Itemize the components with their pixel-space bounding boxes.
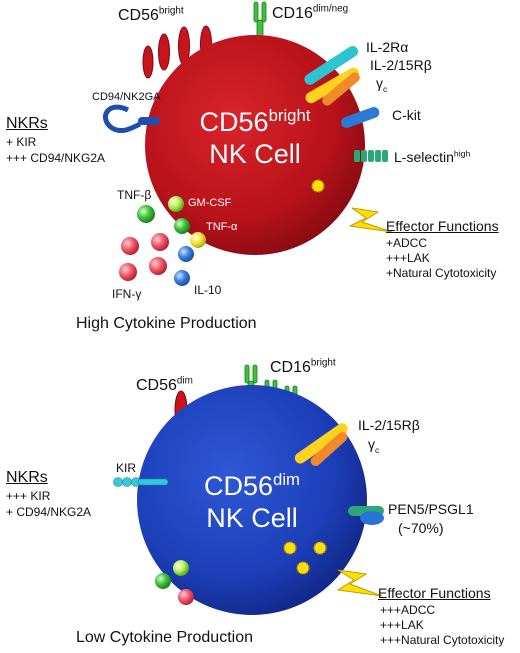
cytokine-ball: [173, 560, 189, 576]
cd94-nkg2a-receptor: [103, 104, 160, 133]
top-effector-line3: +Natural Cytotoxicity: [386, 266, 497, 280]
top-effector-title: Effector Functions: [386, 218, 499, 234]
gamma-c-label: γc: [376, 75, 388, 94]
lselectin-receptor: [354, 150, 388, 162]
lightning-icon: [348, 207, 393, 233]
cd56-receptor: [142, 45, 154, 79]
cd56-receptor: [158, 33, 170, 71]
granule: [311, 179, 325, 193]
cytokine-tnfa-green: [174, 218, 190, 234]
ifng-label: IFN-γ: [112, 287, 142, 301]
pen5-label: PEN5/PSGL1: [388, 501, 474, 517]
cd56bright-cell-body: [145, 35, 365, 255]
cd16-receptor: [253, 1, 267, 51]
bottom-effector-line1: +++ADCC: [380, 603, 436, 617]
cytokine-tnfa: [190, 232, 206, 248]
cytokine-tnfb: [137, 205, 155, 223]
bottom-caption: Low Cytokine Production: [76, 629, 253, 646]
kir-label: KIR: [116, 461, 137, 475]
gamma-c-receptor: [310, 431, 348, 467]
bottom-nkrs-title: NKRs: [6, 469, 48, 486]
cytokine-ifng: [121, 237, 139, 255]
cytokine-il10: [178, 246, 194, 262]
il215rb-label: IL-2/15Rβ: [358, 417, 420, 433]
bottom-nkrs-line1: +++ KIR: [6, 489, 51, 503]
il2ra-receptor: [304, 46, 359, 85]
cytokine-ball: [178, 589, 194, 605]
ckit-receptor: [341, 107, 380, 128]
top-effector-line2: +++LAK: [386, 251, 430, 265]
granule: [313, 541, 327, 555]
top-nkrs-title: NKRs: [6, 115, 48, 132]
bottom-effector-title: Effector Functions: [378, 585, 491, 601]
cytokine-ball: [155, 573, 171, 589]
cytokine-gmcsf: [168, 196, 184, 212]
gmcsf-label: GM-CSF: [188, 197, 232, 209]
cd16-label: CD16dim/neg: [272, 3, 349, 22]
cd56dim-cell-body: [137, 385, 367, 615]
pen5-psgl1-receptor: [348, 506, 384, 525]
cd16-label: CD16bright: [270, 357, 336, 376]
top-caption: High Cytokine Production: [76, 315, 257, 332]
top-effector-line1: +ADCC: [386, 236, 428, 250]
bottom-effector-line3: +++Natural Cytotoxicity: [380, 633, 505, 647]
ckit-label: C-kit: [392, 107, 421, 123]
il215rb-label: IL-2/15Rβ: [370, 57, 432, 73]
cd94-label: CD94/NK2GA: [92, 91, 161, 103]
top-nkrs-line1: + KIR: [6, 135, 37, 149]
gamma-c-receptor: [322, 72, 360, 106]
tnfa-label: TNF-α: [206, 221, 238, 233]
cytokine-ifng: [149, 257, 167, 275]
cd56-label: CD56bright: [118, 5, 184, 24]
il2ra-label: IL-2Rα: [366, 39, 409, 55]
cd56-label: CD56dim: [136, 375, 193, 394]
cytokine-ifng: [119, 263, 137, 281]
granule: [283, 541, 297, 555]
lselectin-label: L-selectinhigh: [394, 148, 471, 165]
bottom-cell-name: CD56dim NK Cell: [204, 470, 300, 533]
lightning-icon: [336, 569, 383, 597]
cytokine-ifng: [151, 233, 169, 251]
il215rb-receptor: [294, 423, 348, 464]
bottom-nkrs-line2: + CD94/NKG2A: [6, 505, 92, 519]
il215rb-receptor: [305, 67, 359, 104]
cytokine-il10: [174, 270, 190, 286]
gamma-c-label: γc: [368, 436, 380, 455]
top-nkrs-line2: +++ CD94/NKG2A: [6, 151, 106, 165]
granule: [296, 561, 310, 575]
pen5-percent-label: (~70%): [398, 520, 444, 536]
bottom-effector-line2: +++LAK: [380, 618, 424, 632]
kir-receptor: [113, 477, 169, 487]
tnfb-label: TNF-β: [117, 188, 152, 202]
top-cell-name: CD56bright NK Cell: [199, 106, 311, 169]
il10-label: IL-10: [194, 283, 222, 297]
